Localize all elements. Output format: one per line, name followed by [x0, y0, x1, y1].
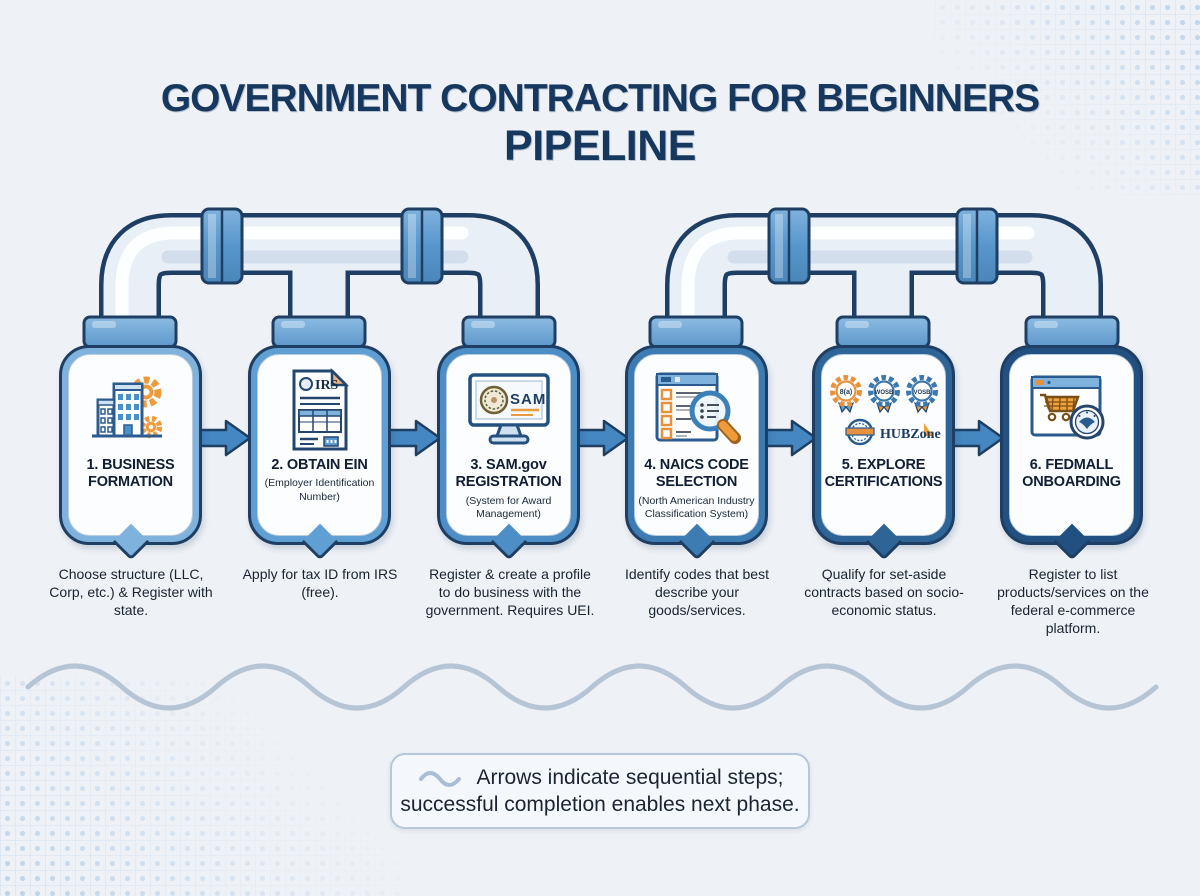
- wave-divider: [25, 663, 1159, 711]
- svg-text:8(a): 8(a): [839, 389, 851, 396]
- sam-monitor-icon: SAM: [463, 363, 555, 457]
- pipe-flange: [82, 315, 1120, 349]
- wave-icon: [418, 771, 461, 788]
- pipe-assembly: [82, 207, 1120, 350]
- step-title: 6. FEDMALL ONBOARDING: [1022, 457, 1121, 491]
- svg-text:VOSB: VOSB: [913, 390, 931, 396]
- right-arrow-icon: [196, 419, 1024, 457]
- step-title: 4. NAICS CODE SELECTION: [644, 457, 749, 491]
- step-card-sam-registration: SAM 3. SAM.gov REGISTRATION (System for …: [437, 345, 580, 561]
- irs-form-icon: IRS: [284, 363, 356, 457]
- step-title: 1. BUSINESS FORMATION: [86, 457, 175, 491]
- step-subtitle: (System for Award Management): [465, 494, 552, 521]
- dot-grid-pattern-top-right: [935, 0, 1200, 195]
- step-description: Choose structure (LLC, Corp, etc.) & Reg…: [49, 566, 213, 618]
- title-block: GOVERNMENT CONTRACTING FOR BEGINNERS PIP…: [0, 77, 1200, 170]
- step-subtitle: (North American Industry Classification …: [638, 494, 755, 521]
- building-gears-icon: [88, 363, 174, 457]
- code-search-icon: [651, 363, 743, 457]
- legend-text-line2: successful completion enables next phase…: [400, 793, 800, 816]
- dot-grid-pattern-bottom-left: [0, 676, 410, 896]
- step-card-business-formation: 1. BUSINESS FORMATION: [59, 345, 202, 561]
- legend-text-line1: Arrows indicate sequential steps;: [476, 765, 784, 789]
- main-title: GOVERNMENT CONTRACTING FOR BEGINNERS: [160, 77, 1040, 120]
- step-subtitle: (Employer Identification Number): [264, 477, 375, 504]
- step-description: Identify codes that best describe your g…: [625, 566, 769, 618]
- pipe-coupling: [200, 207, 999, 285]
- svg-text:WOSB: WOSB: [874, 390, 893, 396]
- step-description: Register & create a profile to do busine…: [425, 566, 595, 618]
- certification-badges-icon: 8(a) WOSB VOSB: [822, 363, 946, 457]
- step-title: 3. SAM.gov REGISTRATION: [455, 457, 562, 491]
- step-card-obtain-ein: IRS 2. OBTAIN EIN (Employer Identificati…: [248, 345, 391, 561]
- sequence-arrows: [196, 419, 1024, 457]
- step-description: Qualify for set-aside contracts based on…: [804, 566, 964, 618]
- svg-text:IRS: IRS: [315, 378, 339, 393]
- svg-text:HUBZone: HUBZone: [880, 427, 941, 442]
- step-description: Register to list products/services on th…: [997, 566, 1149, 636]
- shopping-cart-seal-icon: [1026, 363, 1118, 457]
- step-title: 5. EXPLORE CERTIFICATIONS: [824, 457, 943, 491]
- step-card-explore-certifications: 8(a) WOSB VOSB: [812, 345, 955, 561]
- subtitle-pipeline: PIPELINE: [504, 121, 696, 170]
- svg-text:SAM: SAM: [510, 391, 546, 408]
- step-card-fedmall-onboarding: 6. FEDMALL ONBOARDING: [1000, 345, 1143, 561]
- step-card-naics-selection: 4. NAICS CODE SELECTION (North American …: [625, 345, 768, 561]
- step-title: 2. OBTAIN EIN: [271, 457, 368, 473]
- legend-box: Arrows indicate sequential steps; succes…: [390, 753, 810, 829]
- step-description: Apply for tax ID from IRS (free).: [242, 566, 398, 600]
